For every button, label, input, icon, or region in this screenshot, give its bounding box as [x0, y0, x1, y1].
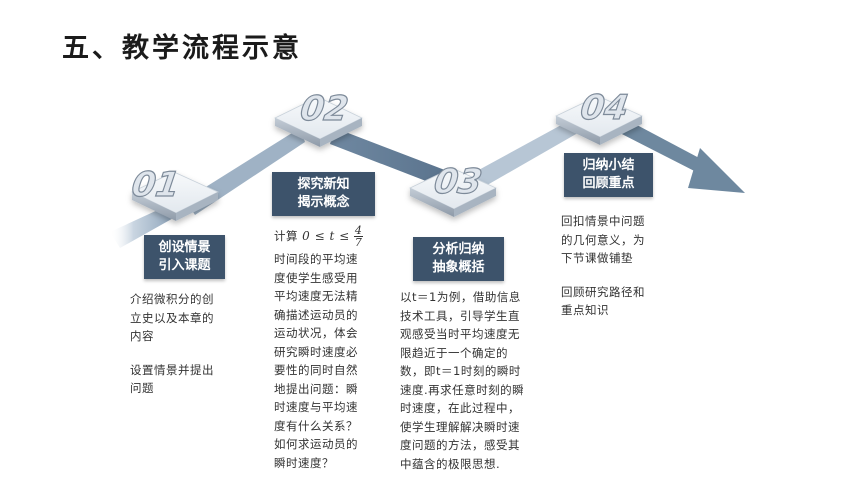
desc-line: 地提出问题：瞬	[274, 381, 358, 396]
step-tile-04	[555, 95, 643, 145]
step-label-01: 创设情景 引入课题	[144, 235, 225, 279]
step-label-04-line2: 回顾重点	[582, 176, 635, 191]
step-number-03: 03	[432, 162, 485, 202]
desc-line: 回顾研究路径和	[561, 284, 645, 299]
arrow-head	[688, 148, 745, 193]
desc-line: 限趋近于一个确定的	[400, 345, 508, 360]
desc-line: 平均速度无法精	[274, 289, 358, 303]
step-tile-02	[274, 96, 363, 147]
desc-line: 设置情景并提出	[130, 362, 214, 377]
desc-line: 问题	[130, 381, 154, 395]
desc-line: 数，即t＝1时刻的瞬时	[400, 364, 521, 378]
path-band-segment-4	[475, 112, 590, 188]
step-label-03-line1: 分析归纳	[432, 242, 485, 257]
desc-line: 度问题的方法，感受其	[400, 438, 520, 452]
path-band-segment-1	[110, 203, 177, 248]
fraction-denominator: 7	[354, 236, 363, 249]
math-fraction: 4 7	[353, 224, 364, 249]
desc-line: 时速度，在此过程中，	[400, 401, 520, 415]
desc-line: 度有什么关系？	[274, 418, 358, 433]
desc-line: 速度.再求任意时刻的瞬	[400, 382, 525, 397]
step-label-02: 探究新知 揭示概念	[272, 172, 375, 216]
desc-line: 以t＝1为例，借助信息	[400, 290, 521, 304]
step-number-04: 04	[578, 88, 631, 128]
step-label-03: 分析归纳 抽象概括	[413, 237, 504, 281]
desc-line: 度使学生感受用	[274, 270, 358, 285]
step-label-02-line1: 探究新知	[297, 177, 350, 192]
desc-line: 技术工具，引导学生直	[400, 308, 520, 323]
desc-line: 如何求运动员的	[274, 437, 358, 451]
desc-line: 观感受当时平均速度无	[400, 327, 520, 341]
desc-line: 使学生理解解决瞬时速	[400, 419, 520, 434]
step-number-01: 01	[129, 165, 182, 205]
desc-line: 内容	[130, 329, 154, 343]
desc-line: 运动状况，体会	[274, 326, 358, 340]
step-desc-03: 以t＝1为例，借助信息 技术工具，引导学生直 观感受当时平均速度无 限趋近于一个…	[400, 288, 550, 473]
desc-line: 介绍微积分的创	[130, 292, 214, 306]
desc-line-math: 计算 0 ≤ t ≤ 4 7	[274, 222, 392, 250]
path-band-segment-5	[614, 116, 718, 180]
step-desc-02: 计算 0 ≤ t ≤ 4 7 时间段的平均速 度使学生感受用 平均速度无法精 确…	[274, 222, 392, 472]
step-label-02-line2: 揭示概念	[297, 195, 350, 210]
fraction-numerator: 4	[353, 224, 364, 237]
step-label-01-line1: 创设情景	[158, 240, 211, 255]
desc-line: 重点知识	[561, 303, 609, 317]
desc-line: 瞬时速度？	[274, 455, 334, 470]
desc-line: 下节课做铺垫	[561, 251, 633, 265]
desc-line: 时间段的平均速	[274, 252, 358, 266]
desc-line: 研究瞬时速度必	[274, 344, 358, 359]
desc-prefix: 计算	[274, 229, 298, 243]
step-number-02: 02	[298, 89, 351, 129]
step-label-01-line2: 引入课题	[158, 258, 211, 273]
desc-line: 立史以及本章的	[130, 310, 214, 325]
step-desc-01: 介绍微积分的创 立史以及本章的 内容 设置情景并提出 问题	[130, 290, 240, 398]
step-label-03-line2: 抽象概括	[432, 260, 485, 275]
desc-line: 回扣情景中问题	[561, 214, 645, 228]
desc-line: 时速度与平均速	[274, 400, 358, 414]
desc-line: 确描述运动员的	[274, 307, 358, 322]
desc-line: 要性的同时自然	[274, 363, 358, 377]
step-tile-03	[409, 167, 497, 217]
step-label-04: 归纳小结 回顾重点	[564, 153, 653, 197]
desc-line: 中蕴含的极限思想.	[400, 456, 501, 471]
math-inequality: 0 ≤ t ≤	[302, 229, 350, 243]
step-label-04-line1: 归纳小结	[582, 158, 635, 173]
desc-line: 的几何意义，为	[561, 232, 645, 247]
page-title: 五、教学流程示意	[62, 33, 302, 64]
path-band-segment-3	[330, 128, 450, 188]
step-tile-01	[131, 171, 219, 221]
step-desc-04: 回扣情景中问题 的几何意义，为 下节课做铺垫 回顾研究路径和 重点知识	[561, 212, 673, 320]
